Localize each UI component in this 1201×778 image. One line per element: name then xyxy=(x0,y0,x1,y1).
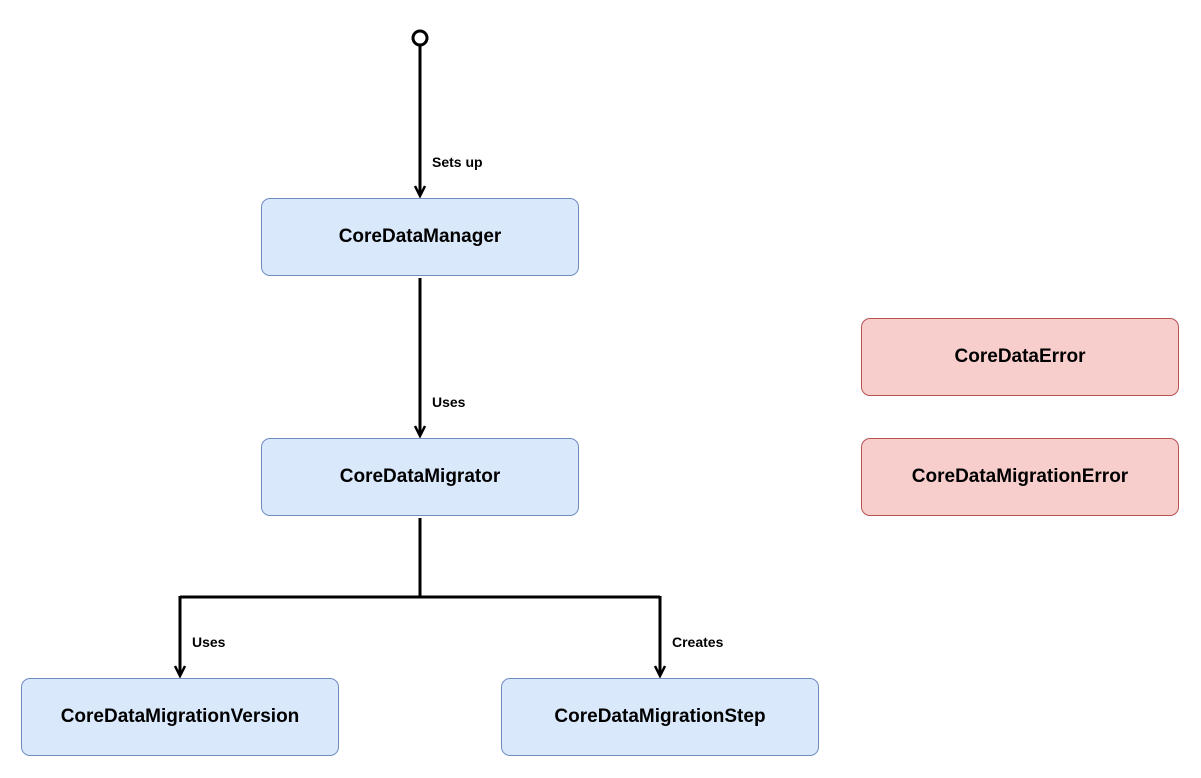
node-core-data-migration-error[interactable]: CoreDataMigrationError xyxy=(861,438,1179,516)
arrow-migrator-to-step xyxy=(653,665,667,679)
start-node-icon xyxy=(411,29,429,47)
node-core-data-migration-step-label: CoreDataMigrationStep xyxy=(554,706,766,727)
arrow-start-to-manager xyxy=(413,185,427,199)
edge-label-creates-step: Creates xyxy=(672,634,724,650)
edge-label-sets-up: Sets up xyxy=(432,154,483,170)
node-core-data-migration-error-label: CoreDataMigrationError xyxy=(911,466,1129,487)
node-core-data-migration-version[interactable]: CoreDataMigrationVersion xyxy=(21,678,339,756)
node-core-data-manager[interactable]: CoreDataManager xyxy=(261,198,579,276)
edge-label-uses-version: Uses xyxy=(192,634,226,650)
node-core-data-migration-step[interactable]: CoreDataMigrationStep xyxy=(501,678,819,756)
arrow-manager-to-migrator xyxy=(413,425,427,439)
node-core-data-error-label: CoreDataError xyxy=(954,346,1086,367)
node-core-data-migration-version-label: CoreDataMigrationVersion xyxy=(60,706,300,727)
node-core-data-migrator-label: CoreDataMigrator xyxy=(339,466,501,487)
arrow-migrator-to-version xyxy=(173,665,187,679)
node-core-data-migrator[interactable]: CoreDataMigrator xyxy=(261,438,579,516)
node-core-data-error[interactable]: CoreDataError xyxy=(861,318,1179,396)
edge-label-uses-migrator: Uses xyxy=(432,394,466,410)
node-core-data-manager-label: CoreDataManager xyxy=(338,226,502,247)
